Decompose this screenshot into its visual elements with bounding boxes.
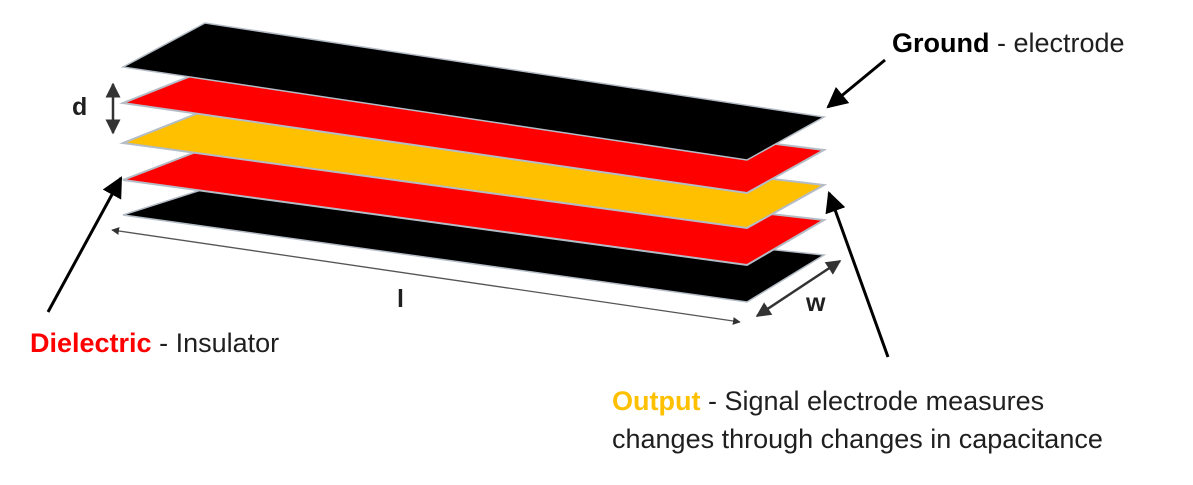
output-pointer-arrow [825,191,890,358]
ground-pointer-arrow [826,58,886,109]
w-dimension-arrow [755,259,842,318]
l-dimension-arrow [111,227,741,325]
output-signal-label-line2: changes through changes in capacitance [612,424,1103,454]
top-ground-layer [120,22,827,161]
dielectric-description: - Insulator [152,328,280,358]
l-dimension-label: l [397,285,404,313]
d-dimension-label: d [72,93,87,121]
ground-electrode-label: Ground - electrode [892,28,1125,58]
upper-dielectric-layer [119,70,828,195]
dielectric-pointer-arrow [46,176,123,313]
output-description-line1: - Signal electrode measures [700,386,1044,416]
ground-description: - electrode [989,28,1124,58]
w-dimension-label: w [805,289,826,317]
output-keyword: Output [612,386,700,416]
dielectric-insulator-label: Dielectric - Insulator [30,328,279,358]
output-signal-layer [119,110,828,230]
output-signal-label-line1: Output - Signal electrode measures [612,386,1044,416]
ground-keyword: Ground [892,28,989,58]
dielectric-keyword: Dielectric [30,328,152,358]
